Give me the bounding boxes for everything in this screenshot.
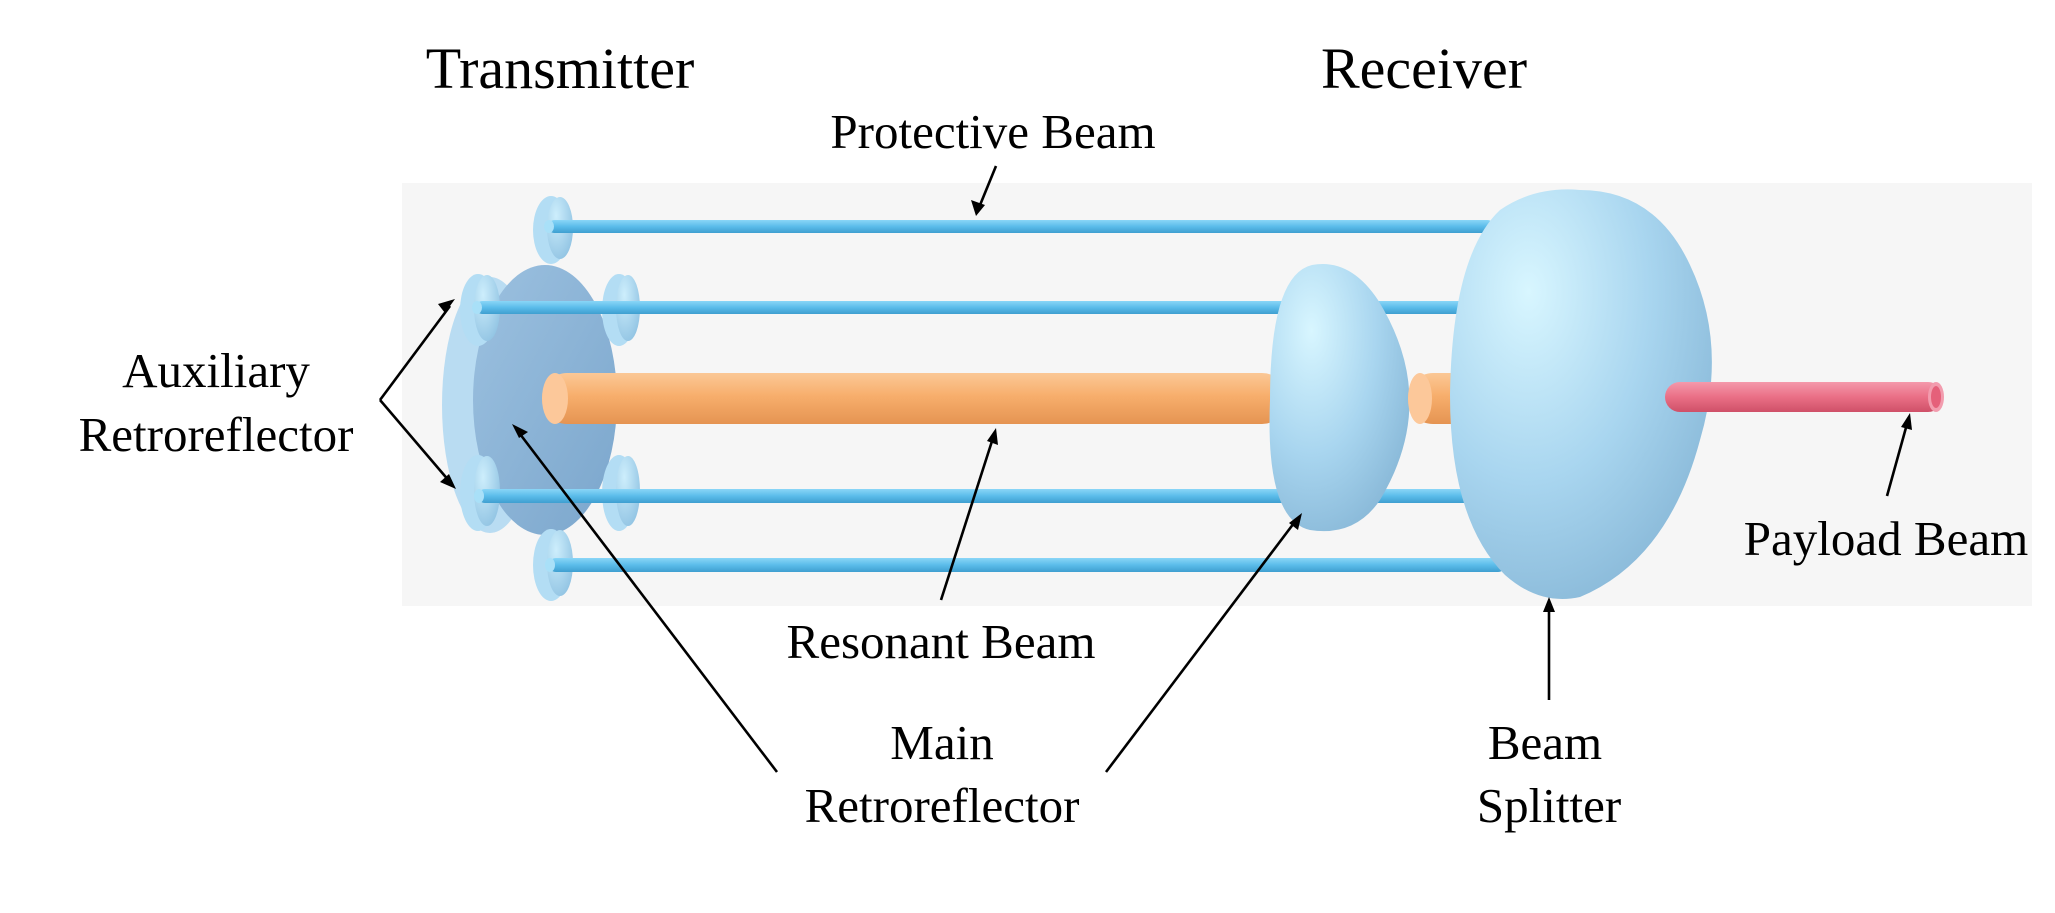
auxiliary-retroreflector-label-line1: Auxiliary — [122, 343, 310, 398]
auxiliary-retroreflector-label-line2: Retroreflector — [79, 407, 354, 462]
auxiliary-pointer-upper — [378, 305, 452, 401]
protective-beam-pointer — [976, 165, 998, 211]
auxiliary-arrowhead-lower — [440, 474, 456, 489]
receiver-title: Receiver — [1321, 36, 1527, 101]
protective-beam-arrowhead — [971, 200, 985, 216]
auxiliary-arrowhead-upper — [438, 299, 455, 313]
beam-splitter-arrowhead — [1543, 597, 1555, 612]
main-retroreflector-arrowhead-receiver — [1289, 513, 1302, 530]
payload-beam-arrowhead — [1901, 413, 1912, 430]
payload-beam — [1665, 382, 1944, 412]
resonant-beam-label: Resonant Beam — [787, 614, 1096, 669]
protective-beam-bottom — [545, 558, 1505, 572]
payload-beam-label: Payload Beam — [1744, 511, 2028, 566]
resonant-beam — [542, 373, 1287, 424]
annotation-arrows — [378, 165, 1912, 773]
resonant-beam-pointer — [939, 437, 995, 601]
protective-beam-label: Protective Beam — [830, 104, 1155, 159]
beam-splitter-label-line2: Splitter — [1477, 778, 1621, 833]
protective-beam-lower — [474, 489, 1478, 503]
protective-beam-upper — [472, 301, 1476, 314]
resonant-beam-arrowhead — [987, 428, 998, 445]
main-retroreflector-pointer-receiver — [1104, 522, 1296, 773]
beam-splitter-label-line1: Beam — [1488, 715, 1602, 770]
main-retroreflector-label-line2: Retroreflector — [805, 778, 1080, 833]
beam-splitter — [1450, 189, 1712, 600]
main-retroreflector-label-line1: Main — [890, 715, 993, 770]
transmitter-title: Transmitter — [426, 36, 695, 101]
main-retroreflector-pointer-transmitter — [518, 433, 779, 773]
auxiliary-pointer-lower — [379, 399, 451, 483]
main-retroreflector-receiver — [1269, 264, 1410, 532]
protective-beam-top — [544, 220, 1494, 233]
main-retroreflector-arrowhead-transmitter — [512, 424, 528, 438]
payload-beam-pointer — [1885, 423, 1909, 497]
